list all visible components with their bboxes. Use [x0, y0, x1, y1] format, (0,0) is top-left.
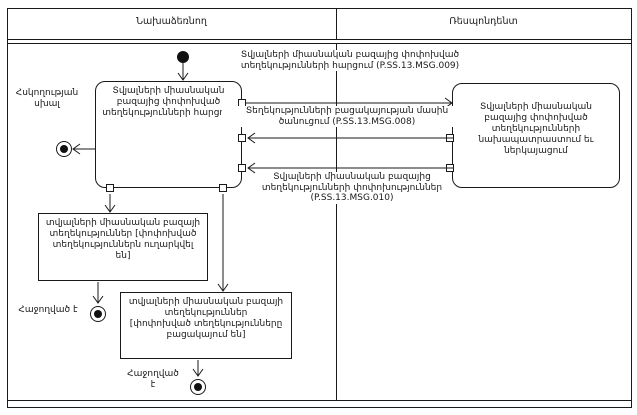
arrow-msg010	[247, 162, 454, 174]
message-label-msg010: Տվյալների միասնական բազայից տեղեկություն…	[260, 172, 444, 204]
arrow-control-error	[72, 143, 96, 155]
lane-divider-header	[336, 8, 337, 39]
flow-initial-arrow	[177, 62, 189, 81]
final-node-success-2-dot	[194, 383, 202, 391]
final-node-success-2	[190, 379, 206, 395]
object-node-sent: տվյալների միասնական բազայի տեղեկությունն…	[38, 213, 208, 281]
pin-out-object-missing	[219, 184, 227, 192]
final-node-success-1	[90, 306, 106, 322]
flow-missing-to-final	[192, 360, 204, 377]
initial-node	[177, 51, 189, 63]
annotation-success-2: Հաջողված է	[127, 369, 179, 390]
pin-out-object-sent	[106, 184, 114, 192]
flow-to-object-missing	[217, 194, 229, 292]
final-node-success-1-dot	[94, 310, 102, 318]
message-label-msg008: Տեղեկությունների բացակայության մասին ծան…	[222, 106, 472, 127]
flow-to-object-sent	[104, 194, 116, 213]
lane-header-respondent: Ռեսպոնդենտ	[449, 16, 518, 27]
object-node-sent-label: տվյալների միասնական բազայի տեղեկությունն…	[45, 218, 201, 261]
activity-respondent-prepare: Տվյալների միասնական բազայից փոփոխված տեղ…	[452, 83, 620, 188]
object-node-missing-name: տվյալների միասնական բազայի տեղեկությունն…	[128, 297, 284, 318]
object-node-missing: տվյալների միասնական բազայի տեղեկությունն…	[120, 292, 292, 359]
content-top-line	[7, 43, 631, 44]
message-label-msg009: Տվյալների միասնական բազայից փոփոխված տեղ…	[235, 50, 465, 71]
header-bottom-line	[7, 39, 631, 40]
arrow-msg008	[247, 132, 454, 144]
activity-initiator-query-label: Տվյալների միասնական բազայից փոփոխված տեղ…	[102, 86, 235, 118]
lane-divider	[336, 43, 337, 400]
object-node-missing-state: [փոփոխված տեղեկությունները բացակայում են…	[129, 319, 283, 340]
final-node-control-error	[56, 141, 72, 157]
lane-header-initiator: Նախաձեռնող	[136, 16, 207, 27]
flow-sent-to-final	[92, 282, 104, 304]
diagram-frame	[7, 8, 632, 408]
content-bottom-line	[7, 400, 631, 401]
activity-respondent-prepare-label: Տվյալների միասնական բազայից փոփոխված տեղ…	[478, 102, 594, 156]
annotation-control-error: Հսկողության սխալ	[15, 88, 79, 109]
final-node-control-error-dot	[60, 145, 68, 153]
activity-initiator-query: Տվյալների միասնական բազայից փոփոխված տեղ…	[95, 81, 242, 188]
pin-in-msg008	[238, 134, 246, 142]
annotation-success-1: Հաջողված է	[18, 305, 78, 315]
pin-in-msg010	[238, 164, 246, 172]
